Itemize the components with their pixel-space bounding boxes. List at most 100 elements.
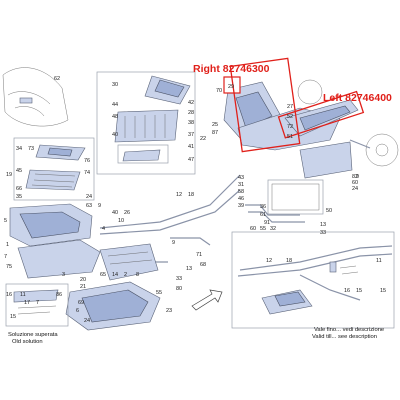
part-label: 15 xyxy=(380,288,386,294)
part-label: 29 xyxy=(228,84,234,90)
part-label: 10 xyxy=(118,218,124,224)
part-label: 11 xyxy=(376,258,382,264)
part-label: 16 xyxy=(344,288,350,294)
part-label: 13 xyxy=(320,222,326,228)
part-label: 9 xyxy=(98,203,101,209)
part-label: 18 xyxy=(286,258,292,264)
part-label: 82 xyxy=(352,174,358,180)
part-label: 20 xyxy=(80,277,86,283)
part-label: 86 xyxy=(56,292,62,298)
part-label: 58 xyxy=(238,189,244,195)
part-label: 23 xyxy=(166,308,172,314)
part-label: 15 xyxy=(356,288,362,294)
part-label: 25 xyxy=(212,122,218,128)
part-label: 4 xyxy=(102,226,105,232)
part-label: 68 xyxy=(200,262,206,268)
valid-till-label-it: Vale fino... vedi descrizione xyxy=(314,327,384,333)
part-label: 74 xyxy=(84,170,90,176)
part-label: 43 xyxy=(238,175,244,181)
pipes xyxy=(99,174,393,301)
part-label: 37 xyxy=(188,132,194,138)
part-label: 5 xyxy=(4,218,7,224)
part-label: 24 xyxy=(86,194,92,200)
part-number-labels: 29 70 27 52 72 51 25 87 62 30 44 48 42 2… xyxy=(4,76,386,324)
part-label: 55 xyxy=(156,290,162,296)
part-label: 46 xyxy=(238,196,244,202)
part-label: 12 xyxy=(176,192,182,198)
left-middle-group xyxy=(13,137,95,201)
part-label: 60 xyxy=(250,226,256,232)
part-label: 80 xyxy=(176,286,182,292)
part-label: 9 xyxy=(356,174,359,180)
car-body-outline xyxy=(2,67,69,127)
part-label: 75 xyxy=(6,264,12,270)
part-label: 33 xyxy=(320,230,326,236)
part-label: 55 xyxy=(260,226,266,232)
part-label: 33 xyxy=(176,276,182,282)
part-label: 19 xyxy=(6,172,12,178)
part-label: 7 xyxy=(4,254,7,260)
part-label: 72 xyxy=(287,124,293,130)
part-label: 62 xyxy=(54,76,60,82)
part-label: 38 xyxy=(188,120,194,126)
part-label: 48 xyxy=(112,114,118,120)
underbody-panels xyxy=(223,57,365,179)
part-label: 41 xyxy=(188,144,194,150)
left-callout-frame xyxy=(277,90,365,139)
radiator-group xyxy=(96,71,196,175)
part-label: 24 xyxy=(352,186,358,192)
part-label: 66 xyxy=(16,186,22,192)
part-label: 15 xyxy=(10,314,16,320)
part-label: 28 xyxy=(188,110,194,116)
part-label: 21 xyxy=(80,284,86,290)
part-label: 70 xyxy=(216,88,222,94)
part-label: 73 xyxy=(28,146,34,152)
part-label: 16 xyxy=(6,292,12,298)
part-label: 9 xyxy=(172,240,175,246)
engine-bay-group xyxy=(5,203,161,331)
part-label: 47 xyxy=(188,157,194,163)
part-label: 91 xyxy=(264,220,270,226)
part-label: 87 xyxy=(212,130,218,136)
part-label: 17 xyxy=(24,300,30,306)
part-label: 24 xyxy=(84,318,90,324)
direction-arrow xyxy=(191,289,223,311)
old-solution-label-it: Soluzione superata xyxy=(8,332,58,338)
part-label: 32 xyxy=(270,226,276,232)
part-label: 36 xyxy=(260,204,266,210)
part-label: 50 xyxy=(326,208,332,214)
part-label: 35 xyxy=(16,194,22,200)
exhaust-lines-group xyxy=(231,231,395,329)
part-label: 44 xyxy=(112,102,118,108)
part-label: 71 xyxy=(196,252,202,258)
part-label: 2 xyxy=(124,272,127,278)
gasket-frame xyxy=(267,179,324,215)
part-label: 40 xyxy=(112,210,118,216)
part-label: 31 xyxy=(238,182,244,188)
right-callout-label: Right 82746300 xyxy=(193,63,270,75)
part-label: 8 xyxy=(136,272,139,278)
left-middle-frame xyxy=(13,137,95,201)
part-label: 65 xyxy=(100,272,106,278)
part-label: 11 xyxy=(20,292,26,298)
old-solution-label-en: Old solution xyxy=(12,339,43,345)
part-label: 76 xyxy=(84,158,90,164)
left-callout-label: Left 82746400 xyxy=(323,92,392,104)
part-label: 51 xyxy=(287,134,293,140)
part-label: 13 xyxy=(186,266,192,272)
part-label: 1 xyxy=(6,242,9,248)
old-solution-frame xyxy=(5,283,69,327)
part-label: 45 xyxy=(16,168,22,174)
valid-till-label-en: Valid till... see description xyxy=(312,334,377,340)
part-label: 6 xyxy=(76,308,79,314)
part-label: 39 xyxy=(238,203,244,209)
radiator-group-frame xyxy=(96,71,196,175)
right-callout-frame xyxy=(229,57,301,153)
part-label: 18 xyxy=(188,192,194,198)
part-label: 52 xyxy=(287,114,293,120)
part-label: 7 xyxy=(36,300,39,306)
part-label: 27 xyxy=(287,104,293,110)
part-label: 3 xyxy=(62,272,65,278)
part-label: 42 xyxy=(188,100,194,106)
part-label: 22 xyxy=(200,136,206,142)
